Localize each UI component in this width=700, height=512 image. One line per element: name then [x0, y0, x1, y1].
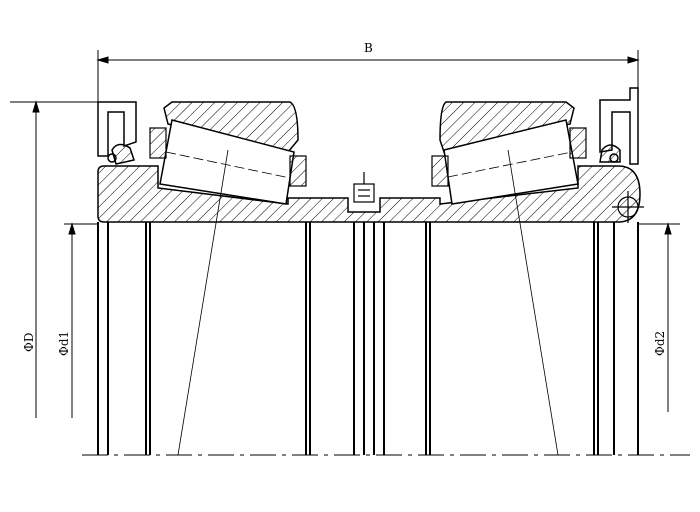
- shaft-bore-lines: [97, 222, 639, 455]
- dimension-inner-diameter-1-label: Φd1: [57, 331, 71, 356]
- seal-left: [97, 101, 137, 165]
- roller-left: [159, 119, 295, 205]
- dimension-b: [96, 50, 640, 102]
- cage-ribs: [149, 127, 587, 187]
- seal-right: [599, 87, 639, 165]
- dimension-inner-diameter-2: [638, 222, 680, 412]
- dimension-outer-diameter-label: ΦD: [22, 333, 36, 352]
- anti-rotation-pin: [612, 191, 644, 223]
- lubrication-fitting: [353, 172, 375, 203]
- outer-cup-right: [439, 101, 575, 153]
- dimension-inner-diameter-1: [64, 222, 98, 418]
- dimension-inner-diameter-2-label: Φd2: [653, 331, 667, 356]
- dimension-outer-diameter: [10, 100, 98, 418]
- dimension-b-label: B: [364, 41, 373, 55]
- roller-axis-lines: [177, 149, 559, 456]
